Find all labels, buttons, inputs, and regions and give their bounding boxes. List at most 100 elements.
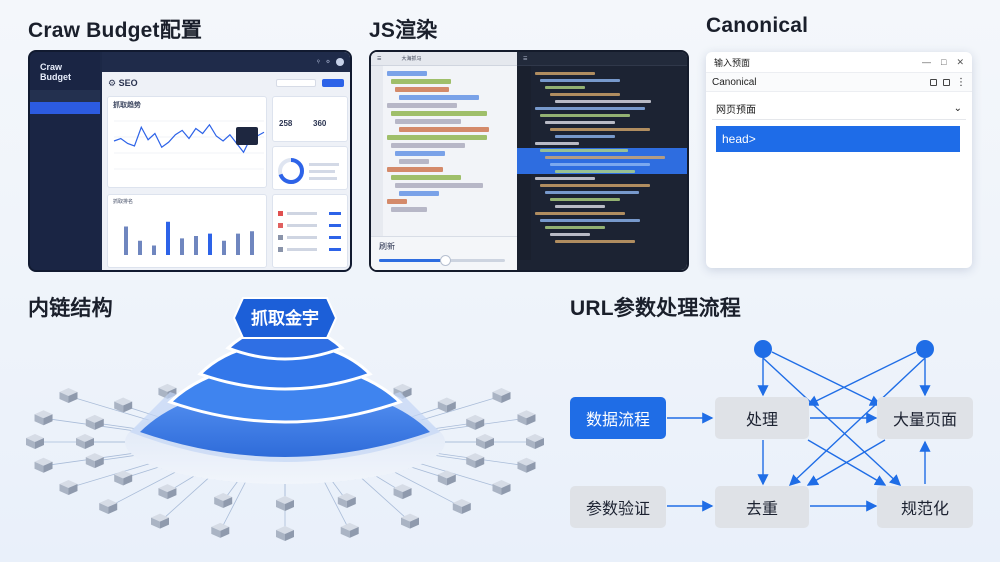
js-source-pane: ☰ 大海抓马 刷新 <box>371 52 517 270</box>
code-line <box>391 175 461 180</box>
dashboard-sidebar: Craw Budget <box>30 52 100 270</box>
page-node-cube <box>437 397 456 413</box>
donut-card <box>272 146 348 190</box>
code-line <box>395 183 483 188</box>
source-dot-2 <box>916 340 934 358</box>
chevron-down-icon[interactable]: ⌄ <box>953 103 962 114</box>
code-line <box>540 219 640 222</box>
sidebar-item[interactable] <box>30 150 100 162</box>
js-render-panel: ☰ 大海抓马 刷新 ☰ <box>369 50 689 272</box>
page-node-cube <box>452 499 471 515</box>
dropdown-label: 网页预面 <box>716 105 756 116</box>
head-tag-highlight: head> <box>716 126 960 152</box>
page-node-cube <box>437 470 456 486</box>
flow-node-normalize[interactable]: 规范化 <box>877 486 973 528</box>
page-node-cube <box>517 457 536 473</box>
window-icon[interactable] <box>943 78 950 86</box>
refresh-slider-bar: 刷新 <box>371 236 517 270</box>
flow-node-process[interactable]: 处理 <box>715 397 809 439</box>
trend-chart-card: 抓取趋势 <box>107 96 267 188</box>
bar <box>222 240 226 255</box>
url-params-section-title: URL参数处理流程 <box>570 297 741 320</box>
code-line <box>535 72 595 75</box>
code-line <box>545 226 605 229</box>
code-line <box>550 93 620 96</box>
code-line <box>550 233 590 236</box>
js-section-title: JS渲染 <box>369 19 438 42</box>
page-node-cube <box>466 453 485 469</box>
code-line <box>399 159 429 164</box>
sidebar-item[interactable] <box>30 138 100 150</box>
stat-value-1: 258 <box>279 119 293 128</box>
code-line <box>545 121 615 124</box>
trend-line-chart <box>113 120 265 170</box>
code-line <box>550 198 620 201</box>
dashboard-topbar: ⚲ ⚙ <box>102 52 350 72</box>
code-line <box>387 71 427 76</box>
file-icon[interactable]: ☰ <box>523 55 528 62</box>
rendered-code <box>535 68 683 243</box>
trend-chart-title: 抓取趋势 <box>113 102 141 109</box>
sidebar-item[interactable] <box>30 162 100 174</box>
page-node-cube <box>492 480 511 495</box>
page-node-cube <box>517 410 536 426</box>
bar-chart-title: 抓取排名 <box>113 199 134 205</box>
code-line <box>395 151 445 156</box>
settings-icon[interactable]: ⚙ <box>325 59 330 64</box>
canonical-window-title: 输入预面 <box>714 57 751 68</box>
code-line <box>550 128 650 131</box>
file-icon[interactable]: ☰ <box>377 55 382 62</box>
page-node-cube <box>276 496 294 511</box>
sidebar-item-active[interactable] <box>30 102 100 114</box>
page-node-cube <box>393 484 412 500</box>
code-line <box>391 143 465 148</box>
code-line <box>555 240 635 243</box>
flow-node-dedup[interactable]: 去重 <box>715 486 809 528</box>
canonical-url-bar[interactable]: Canonical <box>712 76 757 88</box>
bar <box>236 233 240 255</box>
bar <box>166 221 170 255</box>
code-line <box>391 79 451 84</box>
sidebar-item[interactable] <box>30 114 100 126</box>
page-node-cube <box>85 414 104 430</box>
link-line <box>323 480 351 532</box>
minimize-icon[interactable]: — <box>922 57 932 67</box>
avatar[interactable] <box>336 58 344 66</box>
page-node-cube <box>26 434 44 449</box>
page-node-cube <box>401 513 419 529</box>
page-node-cube <box>476 434 494 449</box>
refresh-slider[interactable] <box>379 255 505 266</box>
more-icon[interactable]: ⋮ <box>956 76 966 88</box>
code-line <box>391 207 427 212</box>
page-node-cube <box>34 410 53 426</box>
dashboard-main: ⚲ ⚙ ⚙ SEO 抓取趋势 258 360 <box>102 52 350 270</box>
bar-chart-card: 抓取排名 <box>107 194 267 268</box>
flow-node-many-pages[interactable]: 大量页面 <box>877 397 973 439</box>
preview-dropdown[interactable]: 网页预面 ⌄ <box>712 98 966 120</box>
copy-icon[interactable] <box>930 78 937 86</box>
highlighted-code-block <box>517 148 687 174</box>
link-line <box>68 461 156 489</box>
slider-thumb[interactable] <box>439 255 451 266</box>
code-line <box>540 79 620 82</box>
code-line <box>387 103 457 108</box>
js-left-tab[interactable]: 大海抓马 <box>401 56 422 62</box>
dashboard-primary-button[interactable] <box>322 79 344 87</box>
dashboard-search-input[interactable] <box>276 79 316 87</box>
link-line <box>159 476 211 522</box>
flow-node-param-check[interactable]: 参数验证 <box>570 486 666 528</box>
page-node-cube <box>337 492 356 508</box>
page-node-cube <box>151 513 169 529</box>
code-line <box>387 167 443 172</box>
close-icon[interactable]: ✕ <box>956 56 964 67</box>
page-node-cube <box>99 499 118 515</box>
maximize-icon[interactable]: □ <box>941 57 947 67</box>
flow-node-data-flow[interactable]: 数据流程 <box>570 397 666 439</box>
sidebar-item[interactable] <box>30 126 100 138</box>
link-line <box>390 469 462 508</box>
bell-icon[interactable]: ⚲ <box>316 59 320 64</box>
code-line <box>535 107 645 110</box>
sidebar-item-overview[interactable] <box>30 90 100 102</box>
page-node-cube <box>276 526 294 541</box>
code-line <box>555 100 651 103</box>
